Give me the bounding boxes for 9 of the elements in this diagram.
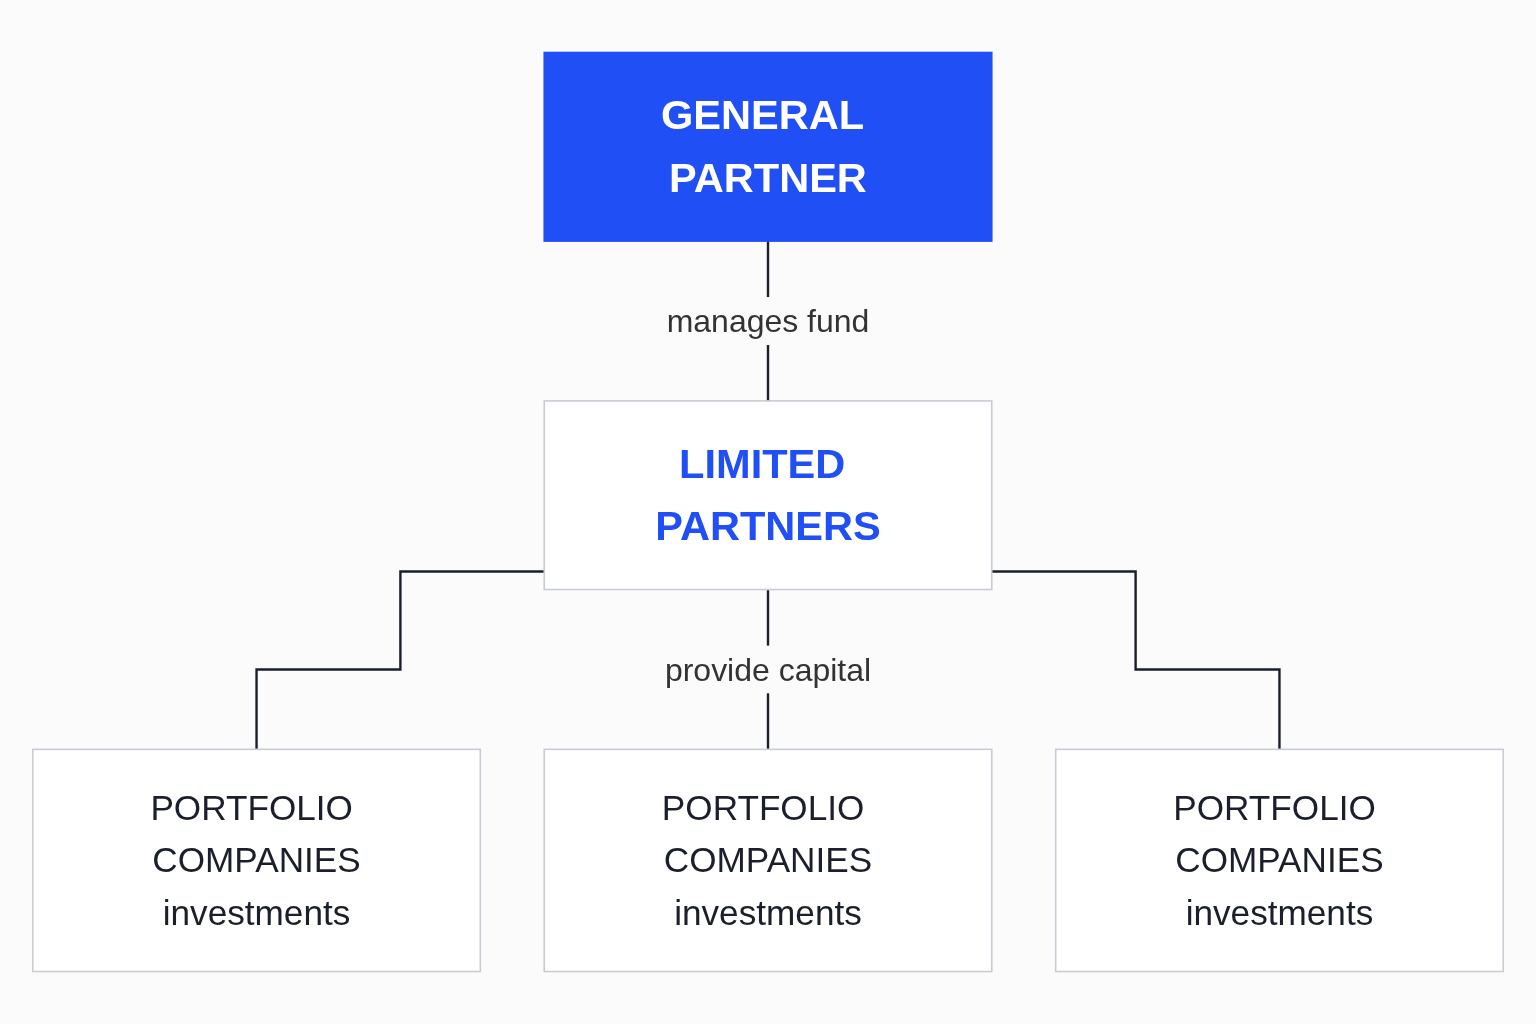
edge-label: manages fund	[666, 303, 870, 339]
edge-label: provide capital	[664, 651, 872, 688]
connector	[991, 570, 1281, 751]
node-box: PORTFOLIO COMPANIES investments	[32, 748, 482, 973]
node-box: LIMITED PARTNERS	[543, 400, 993, 591]
node-box: GENERAL PARTNER	[543, 51, 993, 242]
node-box: PORTFOLIO COMPANIES investments	[543, 748, 993, 973]
connector	[255, 570, 545, 751]
node-box: PORTFOLIO COMPANIES investments	[1054, 748, 1504, 973]
